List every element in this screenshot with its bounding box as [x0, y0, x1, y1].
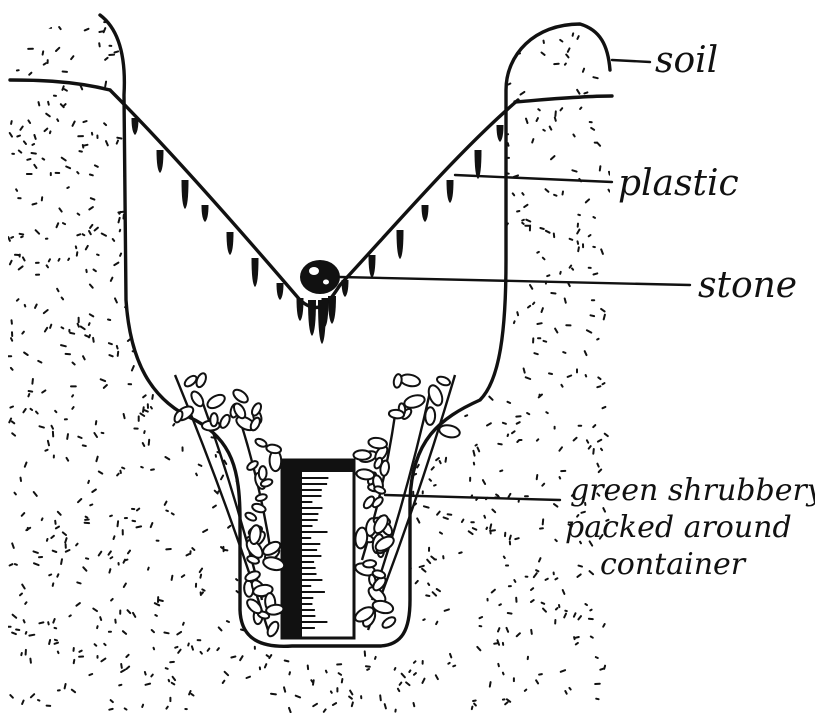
water-drop — [182, 180, 189, 209]
water-drop — [132, 118, 139, 135]
water-drop — [475, 150, 482, 179]
water-drop — [342, 280, 349, 297]
label-shrubbery-1: green shrubbery — [570, 473, 815, 508]
soil-leader-line — [612, 60, 650, 62]
label-stone: stone — [698, 265, 797, 306]
condensation-drops — [132, 118, 504, 344]
label-shrubbery-3: container — [600, 547, 747, 582]
soil-surface-right — [515, 96, 612, 102]
plastic-leader-line — [455, 175, 612, 182]
water-drop — [308, 300, 316, 336]
water-drop — [227, 232, 234, 255]
soil-surface-left — [10, 80, 110, 90]
container — [282, 460, 354, 638]
label-plastic: plastic — [618, 163, 739, 204]
water-drop — [369, 255, 376, 278]
water-drop — [277, 283, 284, 300]
stone — [300, 260, 340, 294]
label-shrubbery-2: packed around — [565, 510, 792, 545]
water-drop — [397, 230, 404, 259]
water-drop — [318, 300, 326, 344]
stone-leader-line — [340, 277, 690, 285]
water-drop — [328, 296, 336, 324]
water-drop — [202, 205, 209, 222]
water-drop — [157, 150, 164, 173]
water-drop — [297, 298, 304, 321]
water-drop — [447, 180, 454, 203]
water-drop — [422, 205, 429, 222]
water-drop — [252, 258, 259, 287]
water-drop — [497, 125, 504, 142]
label-soil: soil — [655, 40, 718, 81]
